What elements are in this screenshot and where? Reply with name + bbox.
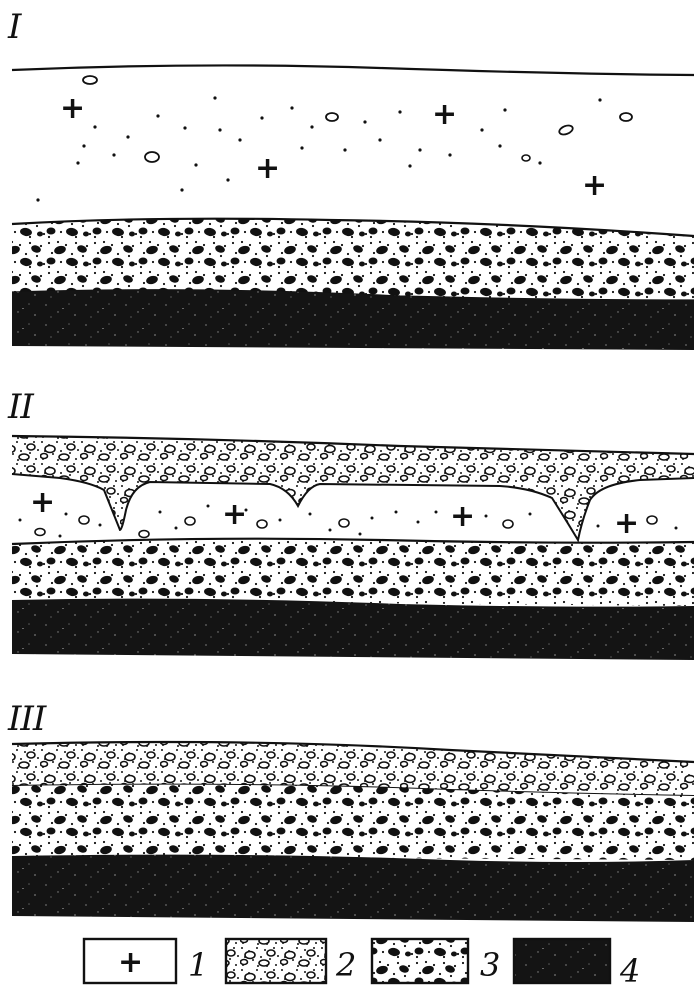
plus-marker: + xyxy=(432,97,457,132)
plus-marker: + xyxy=(255,151,280,186)
panel-I-label: I xyxy=(7,7,22,47)
plus-marker: + xyxy=(60,91,85,126)
panel-I-surface-line xyxy=(12,65,694,75)
panel-III-label: III xyxy=(7,699,47,739)
legend-item-1: + 1 xyxy=(84,939,208,984)
legend-item-4: 4 xyxy=(514,939,640,990)
panel-II-pebble-layer xyxy=(12,539,694,606)
panel-I-pebble-layer xyxy=(12,219,694,300)
legend-number: 1 xyxy=(188,946,208,984)
panel-III-dark-layer xyxy=(12,855,694,922)
panel-I-upper-layer: + + + + xyxy=(36,76,632,203)
legend-number: 3 xyxy=(480,946,500,984)
plus-marker: + xyxy=(582,168,607,203)
plus-marker: + xyxy=(450,499,475,534)
plus-marker: + xyxy=(614,506,639,541)
panel-II-dark-layer xyxy=(12,599,694,660)
panel-II-label: II xyxy=(7,387,34,427)
panel-II: II + + + + xyxy=(7,387,694,660)
legend: + 1 2 3 4 xyxy=(84,939,640,990)
legend-swatch-pebbles xyxy=(372,939,468,983)
legend-plus-symbol: + xyxy=(118,945,143,980)
plus-marker: + xyxy=(30,485,55,520)
legend-number: 2 xyxy=(335,946,356,984)
panel-I: I + + + + xyxy=(7,7,694,350)
legend-number: 4 xyxy=(619,952,640,990)
legend-item-2: 2 xyxy=(226,939,356,984)
plus-marker: + xyxy=(222,497,247,532)
panel-III-pebble-layer xyxy=(12,785,694,860)
legend-swatch-dark xyxy=(514,939,610,983)
legend-item-3: 3 xyxy=(372,939,500,984)
panel-III: III xyxy=(7,699,694,922)
legend-swatch-circles xyxy=(226,939,326,983)
